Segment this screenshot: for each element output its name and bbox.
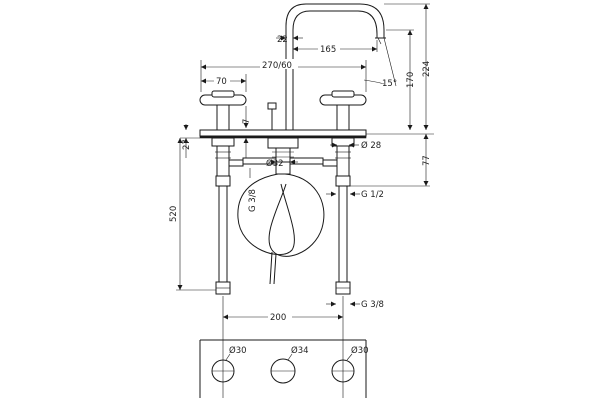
hole-left: Ø30 bbox=[211, 345, 247, 383]
left-valve-body bbox=[211, 137, 244, 177]
dim-520-label: 520 bbox=[169, 206, 179, 222]
dim-77: 77 bbox=[349, 134, 432, 187]
hole-right: Ø30 bbox=[331, 345, 369, 383]
dim-thread-g38-left: G 3/8 bbox=[248, 168, 258, 212]
dim-520: 520 bbox=[169, 138, 216, 291]
dim-165-label: 165 bbox=[320, 45, 336, 55]
dim-224-label: 224 bbox=[422, 61, 432, 77]
right-supply-hose bbox=[335, 175, 351, 295]
dim-22-label: 22 bbox=[277, 35, 288, 45]
loop-hose bbox=[237, 161, 325, 285]
dim-thread-g12: G 1/2 bbox=[326, 190, 384, 200]
spout-shank bbox=[242, 137, 324, 165]
left-cross-handle bbox=[199, 90, 247, 130]
dim-200-label: 200 bbox=[270, 313, 286, 323]
deck-plate bbox=[199, 129, 367, 139]
dim-70: 70 bbox=[201, 74, 247, 92]
dim-thread-g38-bottom: G 3/8 bbox=[326, 300, 384, 310]
spout bbox=[285, 3, 386, 130]
left-supply-hose bbox=[215, 175, 231, 295]
dim-27: 27 bbox=[180, 124, 200, 158]
dim-thread-g38-left-label: G 3/8 bbox=[248, 189, 258, 212]
hole-right-label: Ø30 bbox=[351, 345, 369, 356]
dim-thread-g38-bottom-label: G 3/8 bbox=[361, 300, 384, 310]
hole-center-label: Ø34 bbox=[291, 345, 309, 356]
dim-15-deg-label: 15° bbox=[382, 79, 397, 89]
dim-15-deg: 15° bbox=[363, 37, 397, 89]
dim-165: 165 bbox=[293, 40, 378, 55]
dim-diameter-32: Ø32 bbox=[266, 158, 298, 169]
dim-diameter-28: Ø 28 bbox=[330, 140, 381, 151]
right-valve-body bbox=[322, 137, 355, 177]
hole-left-label: Ø30 bbox=[229, 345, 247, 356]
dim-diameter-32-label: Ø32 bbox=[266, 158, 284, 169]
dim-170: 170 bbox=[386, 29, 416, 130]
dim-7: 7 bbox=[242, 106, 252, 158]
popup-rod bbox=[267, 102, 277, 130]
dim-224: 224 bbox=[384, 3, 432, 130]
dim-diameter-28-label: Ø 28 bbox=[361, 140, 381, 151]
dim-7-label: 7 bbox=[242, 119, 252, 124]
dim-22: 22 bbox=[276, 35, 303, 45]
dim-270-60-label: 270/60 bbox=[262, 61, 292, 71]
right-cross-handle bbox=[319, 90, 367, 130]
dim-170-label: 170 bbox=[406, 72, 416, 88]
dim-270-60: 270/60 bbox=[200, 59, 367, 92]
dim-27-label: 27 bbox=[182, 139, 192, 150]
dim-70-label: 70 bbox=[216, 77, 227, 87]
hole-center: Ø34 bbox=[270, 345, 309, 384]
dim-thread-g12-label: G 1/2 bbox=[361, 190, 384, 200]
dim-77-label: 77 bbox=[422, 155, 432, 166]
dim-200: 200 bbox=[222, 296, 344, 323]
